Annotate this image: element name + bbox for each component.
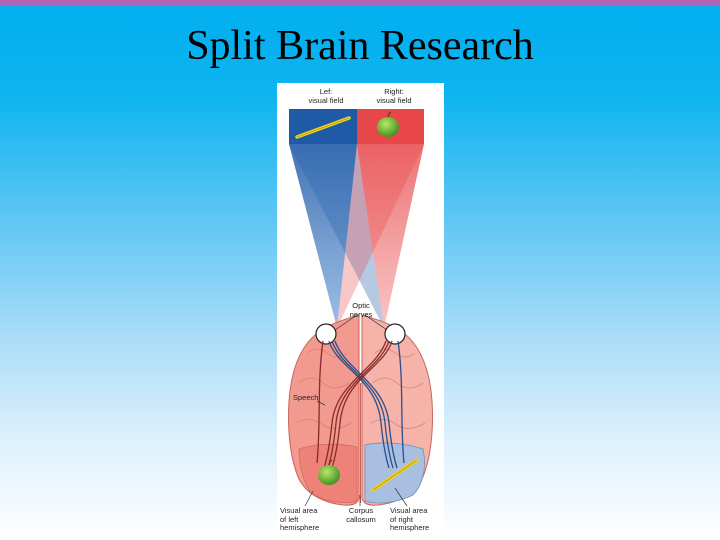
visual-area-left-label: Visual area of left hemisphere xyxy=(280,506,320,532)
left-visual-field-label: Lef: visual field xyxy=(308,87,344,105)
optic-pathways xyxy=(316,340,405,469)
split-brain-diagram xyxy=(288,109,433,507)
visual-area-right-label: Visual area of right hemisphere xyxy=(390,506,430,532)
apple-icon xyxy=(377,111,399,137)
pencil-icon xyxy=(295,116,351,139)
right-eye xyxy=(384,323,406,345)
top-accent-bar xyxy=(0,0,720,5)
right-visual-area xyxy=(364,442,425,504)
corpus-callosum-label: Corpus callosum xyxy=(346,506,376,524)
optic-nerves-label: Optic nerves xyxy=(349,301,373,319)
slide-title: Split Brain Research xyxy=(186,23,534,69)
split-brain-figure: Lef: visual field Right: visual field Op… xyxy=(277,83,444,540)
left-field-cone xyxy=(289,144,357,328)
apple-icon xyxy=(318,459,340,485)
speech-label: Speech xyxy=(293,393,319,402)
pencil-icon xyxy=(371,458,419,492)
right-field-cone xyxy=(357,144,424,328)
left-eye xyxy=(315,323,337,345)
right-visual-field-label: Right: visual field xyxy=(376,87,412,105)
